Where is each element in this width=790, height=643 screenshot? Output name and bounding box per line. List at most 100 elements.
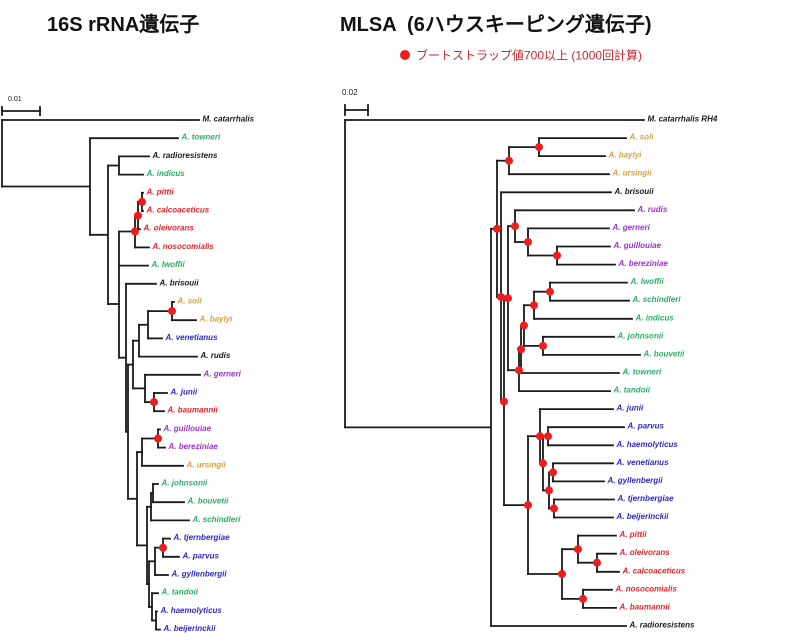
bootstrap-dot: [497, 293, 505, 301]
taxon-label: A. parvus: [182, 551, 220, 560]
taxon-label: A. towneri: [181, 133, 221, 142]
scale-bar-16s: 0.01: [1, 96, 41, 116]
taxon-label: A. towneri: [622, 368, 662, 377]
bootstrap-dot: [558, 570, 566, 578]
bootstrap-dot: [544, 432, 552, 441]
bootstrap-dot: [150, 398, 158, 407]
taxon-label: A. bouvetii: [643, 349, 686, 358]
panel-mlsa: MLSA (6ハウスキーピング遺伝子) ブートストラップ値700以上 (1000…: [340, 12, 718, 630]
taxon-label: A. soli: [177, 297, 203, 306]
bootstrap-legend-dot-icon: [400, 50, 410, 60]
bootstrap-dot: [574, 545, 582, 554]
taxon-label: A. baumannii: [619, 602, 671, 611]
taxon-label: A. radioresistens: [152, 151, 218, 160]
taxon-label: A. schindleri: [632, 295, 682, 304]
taxon-label: A. bereziniae: [168, 442, 219, 451]
taxon-label: A. bereziniae: [618, 259, 669, 268]
taxon-label: A. radioresistens: [629, 621, 695, 630]
panel-16s-rrna: 16S rRNA遺伝子 0.01 M. catarrhalis A. towner…: [1, 12, 255, 633]
taxon-label: A. pittii: [146, 187, 175, 196]
taxon-label: A. ursingii: [186, 460, 227, 469]
bootstrap-dot: [505, 156, 513, 165]
bootstrap-legend-text: ブートストラップ値700以上 (1000回計算): [416, 48, 642, 63]
scale-bar-label: 0.02: [342, 88, 358, 97]
taxon-label: M. catarrhalis: [203, 115, 255, 124]
bootstrap-dot: [493, 224, 501, 233]
taxon-label: A. gerneri: [612, 223, 651, 232]
taxon-label: A. indicus: [146, 169, 186, 178]
bootstrap-dot: [549, 468, 557, 477]
bootstrap-dot: [593, 558, 601, 567]
taxon-label: A. tjernbergiae: [617, 494, 675, 503]
taxon-label: A. nosocomialis: [615, 584, 678, 593]
bootstrap-dot: [550, 504, 558, 513]
bootstrap-dot: [546, 287, 554, 296]
taxon-label: A. lwoffii: [151, 260, 186, 269]
taxon-label: A. junii: [616, 404, 644, 413]
bootstrap-dot: [159, 543, 167, 552]
bootstrap-dot: [517, 345, 525, 354]
taxon-label: A. nosocomialis: [152, 242, 215, 251]
bootstrap-dot: [545, 486, 553, 495]
taxon-label: A. guillouiae: [163, 424, 212, 433]
bootstrap-legend: ブートストラップ値700以上 (1000回計算): [400, 48, 642, 63]
bootstrap-dot: [579, 594, 587, 603]
taxon-label: A. lwoffii: [630, 277, 665, 286]
scale-bar-label: 0.01: [8, 96, 22, 103]
taxon-label: A. haemolyticus: [160, 606, 223, 615]
taxon-label: A. indicus: [635, 313, 675, 322]
taxon-label: A. baylyi: [199, 315, 234, 324]
taxon-label: M. catarrhalis RH4: [648, 115, 718, 124]
taxon-label: A. venetianus: [616, 458, 670, 467]
taxon-label: A. oleivorans: [619, 548, 671, 557]
bootstrap-dot: [504, 294, 512, 303]
taxon-label: A. gerneri: [203, 369, 242, 378]
taxon-label: A. brisouii: [614, 187, 655, 196]
taxon-label: A. bouvetii: [187, 497, 230, 506]
tree-16s: M. catarrhalis A. towneri A. radioresisten…: [1, 115, 255, 633]
bootstrap-dot: [530, 301, 538, 310]
bootstrap-dot: [524, 501, 532, 510]
taxon-label: A. pittii: [619, 530, 648, 539]
taxon-label: A. baylyi: [608, 151, 643, 160]
bootstrap-dot: [520, 321, 528, 330]
bootstrap-dot: [154, 434, 162, 443]
taxon-label: A. ursingii: [612, 169, 653, 178]
bootstrap-dot: [131, 227, 139, 236]
bootstrap-dot: [524, 238, 532, 246]
taxon-label: A. oleivorans: [143, 224, 195, 233]
taxon-label: A. schindleri: [192, 515, 242, 524]
bootstrap-dot: [539, 459, 547, 468]
scale-bar-mlsa: 0.02: [342, 88, 369, 116]
taxon-label: A. calcoaceticus: [146, 206, 210, 215]
bootstrap-dot: [511, 222, 519, 231]
taxon-label: A. rudis: [637, 205, 668, 214]
taxon-label: A. beijerinckii: [616, 512, 670, 521]
taxon-label: A. junii: [170, 388, 198, 397]
taxon-label: A. johnsonii: [617, 331, 665, 340]
taxon-label: A. brisouii: [159, 278, 200, 287]
taxon-label: A. rudis: [200, 351, 231, 360]
tree-mlsa: M. catarrhalis RH4 A. soli A. baylyi A. urs…: [344, 115, 718, 630]
bootstrap-dot: [539, 341, 547, 350]
bootstrap-dot: [138, 197, 146, 206]
panel-title-16s: 16S rRNA遺伝子: [47, 12, 199, 36]
taxon-label: A. tandoii: [613, 386, 651, 395]
taxon-label: A. beijerinckii: [163, 624, 217, 633]
bootstrap-dot: [535, 143, 543, 152]
taxon-label: A. tandoii: [161, 588, 199, 597]
taxon-label: A. guillouiae: [613, 241, 662, 250]
bootstrap-dot: [553, 251, 561, 260]
taxon-label: A. baumannii: [167, 406, 219, 415]
taxon-label: A. haemolyticus: [616, 440, 679, 449]
bootstrap-dot: [134, 211, 142, 220]
taxon-label: A. calcoaceticus: [622, 566, 686, 575]
bootstrap-dot: [536, 432, 544, 441]
taxon-label: A. venetianus: [165, 333, 219, 342]
taxon-label: A. johnsonii: [161, 479, 209, 488]
panel-title-mlsa: MLSA (6ハウスキーピング遺伝子): [340, 12, 651, 36]
bootstrap-dot: [515, 366, 523, 375]
taxon-label: A. gyllenbergii: [171, 570, 228, 579]
taxon-label: A. soli: [629, 133, 655, 142]
